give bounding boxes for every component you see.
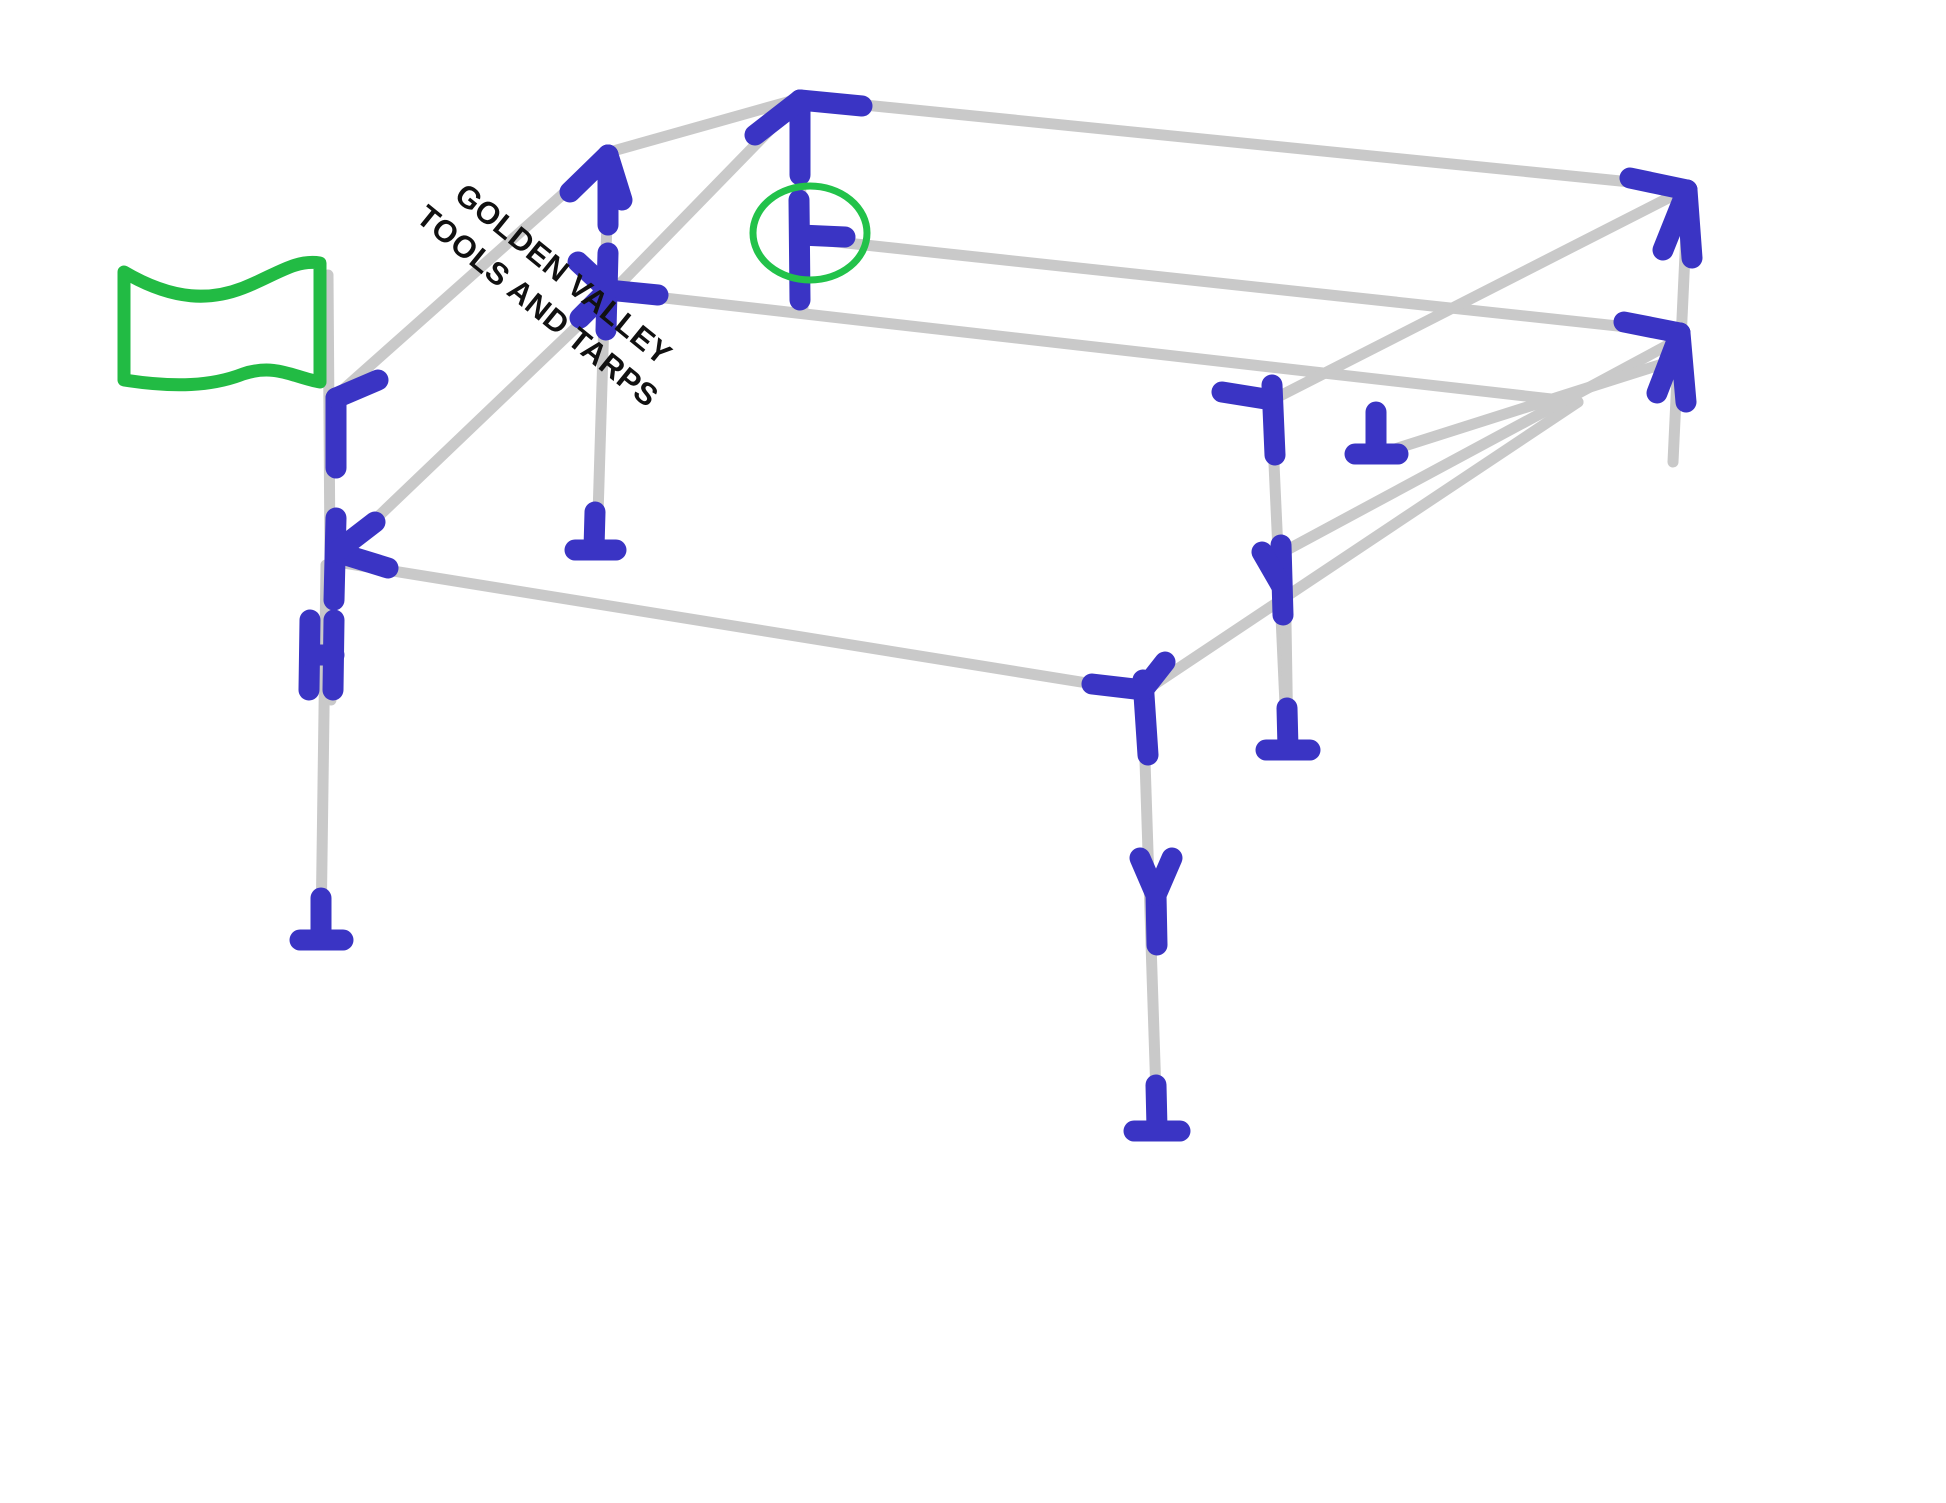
connector-y-front-right-leg[interactable] xyxy=(1129,847,1183,956)
foot-right-far[interactable] xyxy=(1344,401,1409,465)
highlight-circle xyxy=(749,182,871,284)
pole-top-rail-mid xyxy=(794,232,1689,339)
connector-tee-right-deep-upper[interactable] xyxy=(1211,374,1286,466)
pole-diag-left-lower xyxy=(331,287,618,562)
pole-bottom-rail-front xyxy=(331,556,1149,698)
connector-three-way-rear-right-top[interactable] xyxy=(1619,167,1703,269)
connector-cross-right-deep-mid[interactable] xyxy=(1251,534,1294,626)
pole-top-rail-rear xyxy=(789,92,1696,194)
pole-diag-right-lower xyxy=(1137,396,1584,698)
connector-tee-highlighted[interactable] xyxy=(788,189,856,311)
connector-h-coupler-left-leg[interactable] xyxy=(298,609,345,701)
foot-front-left[interactable] xyxy=(289,887,354,951)
connector-three-way-front-mid-top[interactable] xyxy=(559,144,633,236)
foot-front-right[interactable] xyxy=(1123,1074,1191,1142)
connector-elbow-left-upper[interactable] xyxy=(325,369,389,479)
foot-right-deep[interactable] xyxy=(1255,697,1321,761)
pole-diag-right-upper xyxy=(1266,186,1686,406)
connector-three-way-rear-left-top[interactable] xyxy=(744,89,873,186)
connector-three-way-right-mid[interactable] xyxy=(1613,311,1697,413)
connector-cross-left-lower[interactable] xyxy=(323,507,399,611)
connector-tee-front-right-corner[interactable] xyxy=(1081,651,1176,766)
green-flag xyxy=(117,255,327,392)
foot-front-mid[interactable] xyxy=(564,501,627,561)
pole-group xyxy=(315,92,1696,1131)
pole-leg-right-far xyxy=(1370,354,1681,461)
connector-cross-front-mid[interactable] xyxy=(567,242,669,341)
pole-top-rail-front xyxy=(606,286,1584,408)
flag-outline xyxy=(117,255,327,392)
pole-diag-left-top xyxy=(600,93,804,159)
connector-group xyxy=(289,89,1703,1142)
